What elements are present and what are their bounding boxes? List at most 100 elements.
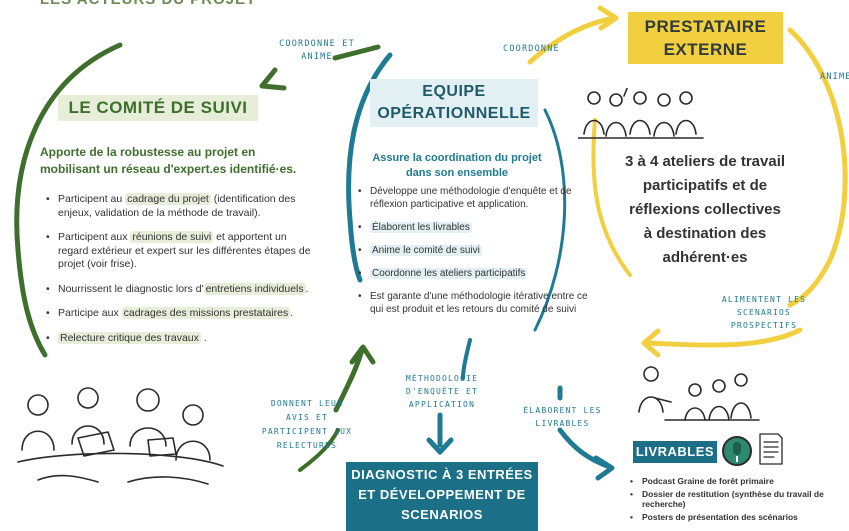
blue-arc <box>346 52 393 283</box>
workshops-text: 3 à 4 ateliers de travail participatifs … <box>600 150 810 270</box>
donnent-line4: RELECTURES <box>276 441 338 450</box>
alimentent-line2: SCENARIOS <box>736 308 792 317</box>
workshops-line5: adhérent·es <box>662 249 748 266</box>
equipe-subtitle-line2: dans son ensemble <box>405 167 509 179</box>
comite-title: LE COMITÉ DE SUIVI <box>58 95 258 121</box>
comite-list: Participent au cadrage du projet (identi… <box>44 193 312 345</box>
top-cut-title: LES ACTEURS DU PROJET <box>40 0 256 8</box>
microphone-body <box>733 442 741 455</box>
elaborent-label: ÉLABORENT LES LIVRABLES <box>520 404 605 430</box>
equipe-item: Est garante d'une méthodologie itérative… <box>356 290 588 316</box>
comite-item-highlight: entretiens individuels <box>203 282 306 295</box>
donnent-label: DONNENT LEUR AVIS ET PARTICIPENT AUX REL… <box>252 397 362 453</box>
workshops-line4: à destination des <box>643 225 767 242</box>
yellow-arc <box>787 27 848 308</box>
people-group-icon <box>578 88 704 139</box>
equipe-title-line2: OPÉRATIONNELLE <box>377 105 531 122</box>
comite-item-post: (identification des enjeux, validation d… <box>58 193 296 219</box>
people-group-icon <box>638 366 760 421</box>
equipe-item-text: Développe une méthodologie d'enquête et … <box>370 186 572 210</box>
microphone-icon <box>722 436 752 466</box>
donnent-arrow <box>333 347 365 413</box>
livrable-item: Dossier de restitution (synthèse du trav… <box>628 489 828 510</box>
livrable-item: Podcast Graine de forêt primaire <box>628 476 828 487</box>
elaborent-arrowhead <box>593 455 615 481</box>
donnent-line1: DONNENT LEUR <box>270 399 344 408</box>
people-at-table-icon <box>17 387 224 485</box>
alimentent-line3: PROSPECTIFS <box>730 321 798 330</box>
equipe-list: Développe une méthodologie d'enquête et … <box>356 185 588 316</box>
equipe-item: Anime le comité de suivi <box>356 244 588 257</box>
comite-item-post: et apportent un regard extérieur et expe… <box>58 231 311 270</box>
workshops-line3: réflexions collectives <box>629 201 781 218</box>
workshops-line2: participatifs et de <box>642 177 768 194</box>
comite-item-pre: Participent au <box>58 193 126 205</box>
equipe-title-line1: EQUIPE <box>422 83 486 100</box>
comite-subtitle: Apporte de la robustesse au projet en mo… <box>40 144 340 178</box>
livrables-title: LIVRABLES <box>633 441 717 463</box>
diagnostic-line3: SCENARIOS <box>401 507 483 522</box>
comite-item: Relecture critique des travaux . <box>44 331 312 346</box>
yellow-arc-inner <box>591 118 632 277</box>
comite-item-highlight: Relecture critique des travaux <box>58 331 201 344</box>
blue-left-curve <box>461 338 472 380</box>
coordonne-arrowhead <box>597 5 619 31</box>
comite-subtitle-line1: Apporte de la robustesse au projet en <box>40 145 256 159</box>
coordonne-anime-arrow <box>332 44 381 61</box>
diagnostic-line2: ET DÉVELOPPEMENT DE <box>358 487 526 502</box>
prestataire-title-line2: EXTERNE <box>663 40 748 59</box>
comite-item-highlight: cadrage du projet <box>125 193 211 205</box>
livrables-list: Podcast Graine de forêt primaire Dossier… <box>628 476 828 522</box>
equipe-subtitle-line1: Assure la coordination du projet <box>372 152 542 164</box>
livrable-item-text: Dossier de restitution (synthèse du trav… <box>642 488 824 510</box>
comite-subtitle-line2: mobilisant un réseau d'expert.es identif… <box>40 162 297 176</box>
prestataire-title-line1: PRESTATAIRE <box>644 17 767 36</box>
microphone-stand <box>736 456 738 462</box>
green-arc <box>14 42 123 358</box>
equipe-item-text: Est garante d'une méthodologie itérative… <box>370 291 588 315</box>
comite-item-post: . <box>200 331 207 344</box>
livrable-item-text: Posters de présentation des scénarios <box>642 511 798 522</box>
livrable-item: Posters de présentation des scénarios <box>628 512 828 523</box>
equipe-item-highlight: Anime le comité de suivi <box>370 245 482 256</box>
coordonne-label: COORDONNE <box>503 44 560 54</box>
livrable-item-text: Podcast Graine de forêt primaire <box>642 476 774 486</box>
equipe-item: Développe une méthodologie d'enquête et … <box>356 185 588 211</box>
prestataire-title: PRESTATAIRE EXTERNE <box>628 12 783 64</box>
donnent-arrowhead <box>349 344 376 365</box>
alimentent-arrow <box>642 327 803 348</box>
comite-item-post: . <box>305 282 309 295</box>
comite-item: Participent au cadrage du projet (identi… <box>44 193 312 220</box>
comite-item-pre: Participent aux <box>58 231 131 243</box>
comite-item-pre: Nourrissent le diagnostic lors d' <box>58 282 204 295</box>
comite-item-highlight: réunions de suivi <box>130 231 214 243</box>
equipe-title: EQUIPE OPÉRATIONNELLE <box>370 79 538 127</box>
alimentent-arrowhead <box>641 328 661 358</box>
green-arc-bottom <box>298 428 340 472</box>
alimentent-label: ALIMENTENT LES SCENARIOS PROSPECTIFS <box>710 293 818 332</box>
comite-item-post: . <box>290 307 294 319</box>
methodologie-line1: MÉTHODOLOGIE <box>405 374 479 383</box>
donnent-line3: PARTICIPENT AUX <box>261 427 353 436</box>
methodologie-label: MÉTHODOLOGIE D'ENQUÊTE ET APPLICATION <box>402 372 482 411</box>
coordonne-anime-label: COORDONNE ET ANIME <box>262 38 372 64</box>
methodologie-arrowhead <box>426 437 454 455</box>
comite-item: Participent aux réunions de suivi et app… <box>44 231 312 272</box>
coordonne-anime-line1: COORDONNE ET <box>279 39 355 49</box>
comite-item: Nourrissent le diagnostic lors d'entreti… <box>44 282 312 297</box>
methodologie-line3: APPLICATION <box>408 400 476 409</box>
alimentent-line1: ALIMENTENT LES <box>721 295 807 304</box>
anime-label: ANIME <box>820 72 849 82</box>
equipe-subtitle: Assure la coordination du projet dans so… <box>352 151 562 181</box>
equipe-item: Élaborent les livrables <box>356 221 588 234</box>
comite-item: Participe aux cadrages des missions pres… <box>44 307 312 321</box>
diagnostic-box: DIAGNOSTIC À 3 ENTRÉES ET DÉVELOPPEMENT … <box>346 462 538 531</box>
comite-item-highlight: cadrages des missions prestataires <box>121 307 291 319</box>
workshops-line1: 3 à 4 ateliers de travail <box>624 153 786 170</box>
elaborent-line1: ÉLABORENT LES <box>523 406 602 415</box>
coordonne-arrow <box>527 15 618 65</box>
elaborent-line2: LIVRABLES <box>535 419 590 428</box>
diagnostic-line1: DIAGNOSTIC À 3 ENTRÉES <box>351 467 533 482</box>
green-arrowhead-left <box>259 67 287 91</box>
